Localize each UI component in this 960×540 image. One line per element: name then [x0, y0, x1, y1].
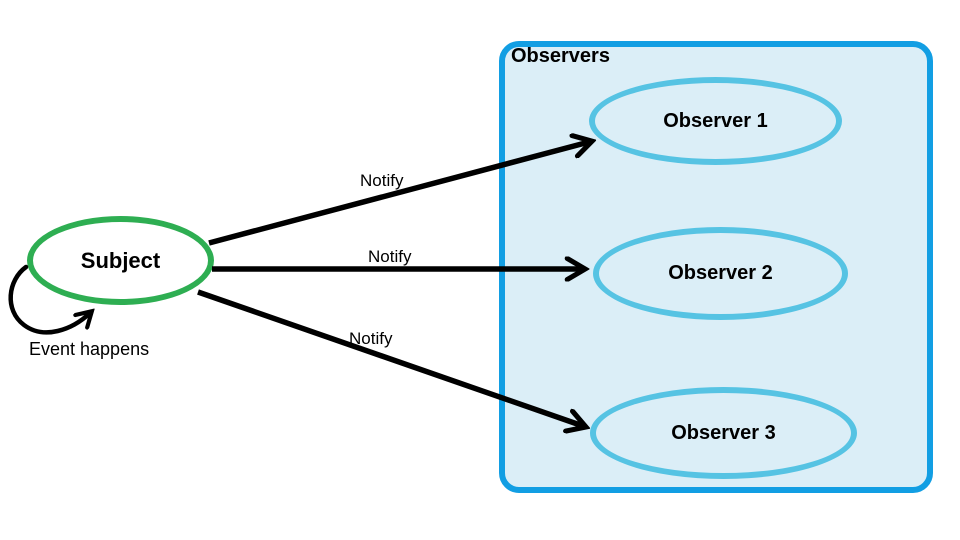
observers-group-title: Observers [511, 45, 610, 67]
notify-label-3: Notify [349, 329, 393, 348]
notify-label-2: Notify [368, 247, 412, 266]
observer-2-label: Observer 2 [668, 262, 773, 284]
observer-1-node: Observer 1 [589, 77, 842, 165]
subject-node: Subject [27, 216, 214, 305]
observer-1-label: Observer 1 [663, 109, 768, 132]
notify-label-1: Notify [360, 171, 404, 190]
observer-3-label: Observer 3 [671, 421, 776, 444]
observer-2-node: Observer 2 [593, 227, 848, 320]
subject-label: Subject [80, 247, 161, 273]
observer-3-node: Observer 3 [590, 387, 857, 479]
event-happens-label: Event happens [29, 339, 150, 359]
